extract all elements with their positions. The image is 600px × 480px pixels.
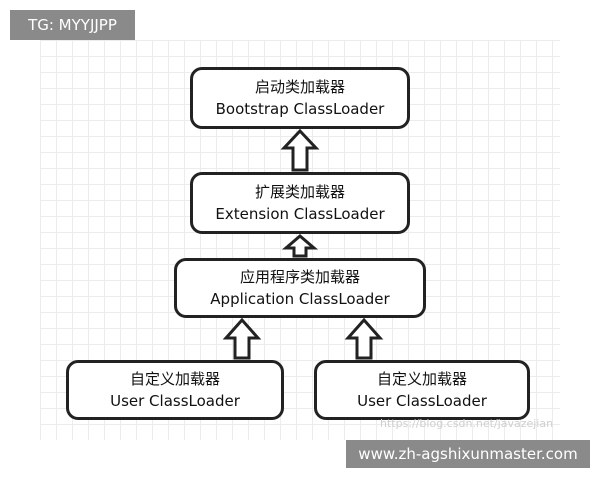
node-label-en: Application ClassLoader [210, 290, 390, 308]
watermark-text: https://blog.csdn.net/javazejian [380, 417, 554, 430]
node-label-zh: 扩展类加载器 [254, 183, 345, 201]
arrow-user2-to-application [344, 317, 384, 360]
node-label-en: Extension ClassLoader [215, 205, 385, 223]
node-bootstrap-classloader: 启动类加载器 Bootstrap ClassLoader [190, 67, 410, 129]
node-extension-classloader: 扩展类加载器 Extension ClassLoader [190, 172, 410, 234]
arrow-extension-to-bootstrap [280, 128, 320, 172]
node-label-zh: 自定义加载器 [376, 370, 467, 388]
node-label-zh: 启动类加载器 [254, 78, 345, 96]
tg-badge: TG: MYYJJPP [10, 10, 135, 40]
node-label-en: User ClassLoader [110, 392, 240, 410]
node-label-zh: 自定义加载器 [129, 370, 220, 388]
arrow-user1-to-application [222, 317, 262, 360]
arrow-application-to-extension [281, 234, 319, 258]
node-label-en: Bootstrap ClassLoader [215, 100, 385, 118]
site-badge: www.zh-agshixunmaster.com [346, 440, 590, 468]
node-application-classloader: 应用程序类加载器 Application ClassLoader [174, 258, 426, 318]
node-label-zh: 应用程序类加载器 [239, 268, 360, 286]
node-user-classloader-left: 自定义加载器 User ClassLoader [66, 360, 284, 420]
node-label-en: User ClassLoader [357, 392, 487, 410]
node-user-classloader-right: 自定义加载器 User ClassLoader [314, 360, 530, 420]
